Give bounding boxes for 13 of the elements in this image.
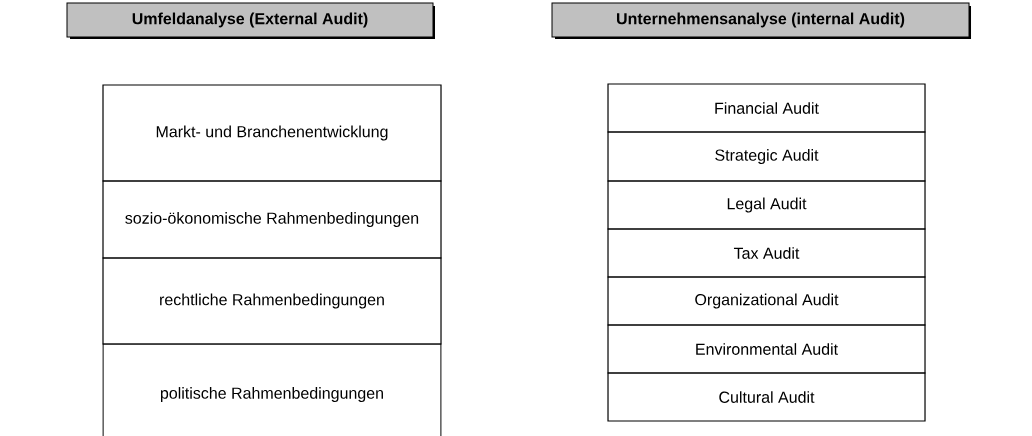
list-cell: rechtliche Rahmenbedingungen (102, 257, 442, 345)
list-cell: Organizational Audit (607, 276, 926, 326)
list-cell: Cultural Audit (607, 372, 926, 422)
list-cell: Markt- und Branchenentwicklung (102, 84, 442, 182)
list-cell: politische Rahmenbedingungen (102, 343, 442, 436)
list-cell: Strategic Audit (607, 131, 926, 182)
list-cell: sozio-ökonomische Rahmenbedingungen (102, 180, 442, 259)
list-cell: Financial Audit (607, 83, 926, 133)
header-box: Unternehmensanalyse (internal Audit) (551, 2, 971, 39)
list-cell: Legal Audit (607, 180, 926, 230)
list-cell: Tax Audit (607, 228, 926, 278)
list-cell: Environmental Audit (607, 324, 926, 374)
header-box: Umfeldanalyse (External Audit) (66, 2, 435, 39)
